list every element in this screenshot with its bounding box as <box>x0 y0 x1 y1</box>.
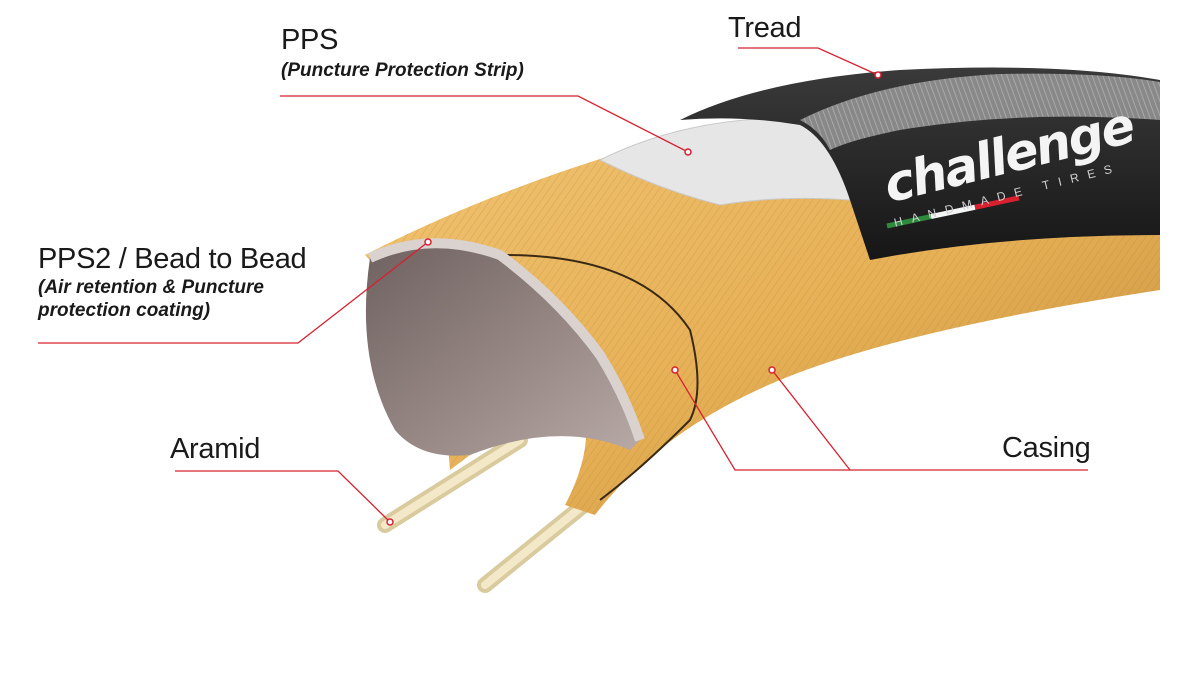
label-pps2-subtitle-2: protection coating) <box>38 300 211 321</box>
label-casing: Casing <box>1002 432 1091 464</box>
leader-pps <box>280 95 689 153</box>
label-aramid: Aramid <box>170 433 261 465</box>
leader-pps2 <box>38 241 429 344</box>
flag-stripe <box>886 195 1020 229</box>
inner-coating-pps2 <box>365 243 640 456</box>
leader-tread <box>738 47 879 76</box>
label-pps2-title: PPS2 / Bead to Bead <box>38 243 307 275</box>
leader-aramid <box>175 470 391 523</box>
label-tread: Tread <box>728 12 802 44</box>
label-pps2-subtitle-1: (Air retention & Puncture <box>38 277 264 298</box>
leader-casing-inner <box>674 369 1088 471</box>
label-pps-subtitle: (Puncture Protection Strip) <box>281 60 524 81</box>
leader-lines <box>38 47 1088 523</box>
leader-casing-outer <box>771 369 851 471</box>
aramid-bead-wires <box>377 432 598 593</box>
label-pps-title: PPS <box>281 24 339 56</box>
leader-dots <box>386 71 882 526</box>
casing-fold-line <box>504 254 699 501</box>
tread-surface <box>800 73 1160 150</box>
